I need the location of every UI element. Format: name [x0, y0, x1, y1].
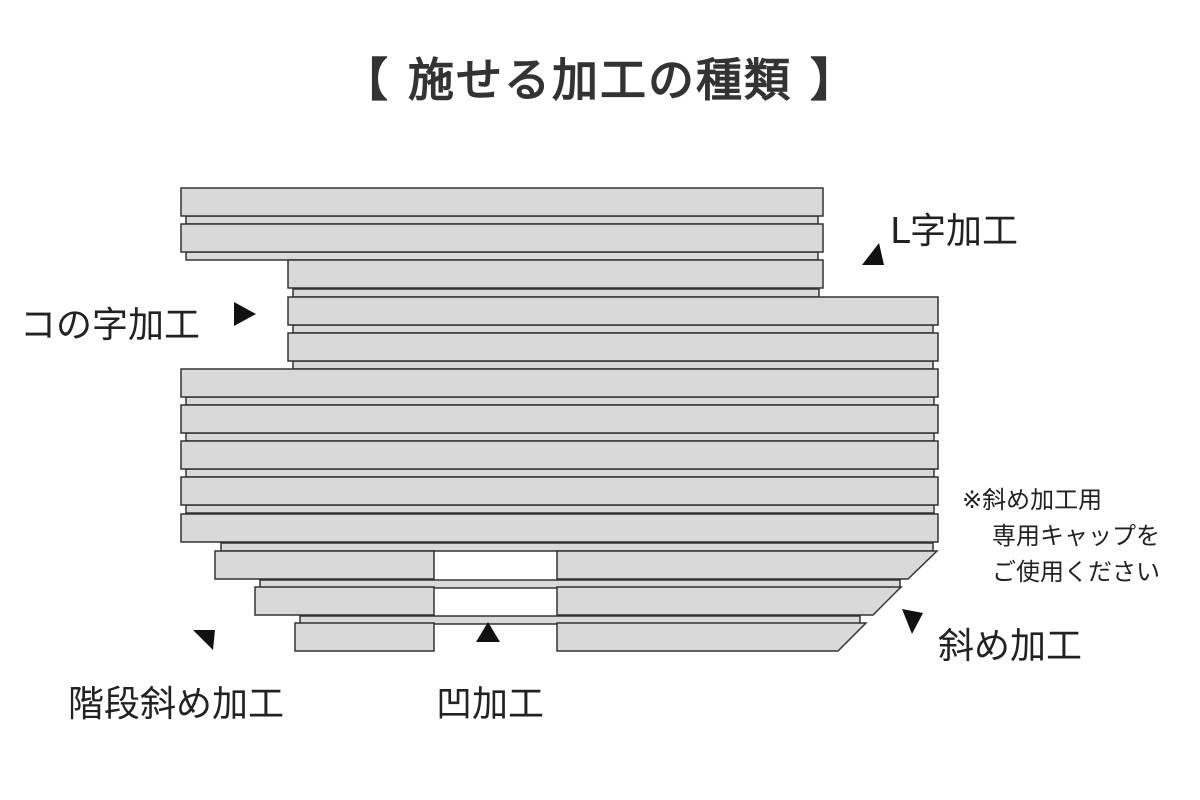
deck-board: [287, 332, 939, 362]
note-line-3: ご使用ください: [992, 558, 1160, 586]
arrow-icon: [902, 609, 923, 634]
deck-board-diagonal: [556, 550, 939, 580]
deck-board: [180, 476, 939, 506]
arrow-icon: [193, 630, 215, 650]
diagram-title: 【 施せる加工の種類 】: [341, 53, 859, 107]
deck-board: [180, 404, 939, 434]
joist-strip: [292, 324, 934, 334]
label-notch-processing: 凹加工: [436, 684, 545, 725]
arrow-icon: [234, 302, 256, 326]
joist-strip: [185, 251, 819, 261]
deck-board: [180, 368, 939, 398]
note-line-2: 専用キャップを: [992, 522, 1160, 550]
joist-strip: [292, 288, 820, 298]
label-diagonal-processing: 斜め加工: [938, 626, 1083, 667]
joist-strip: [220, 542, 934, 552]
deck-board: [180, 223, 824, 253]
joist-strip: [185, 215, 819, 225]
deck-board-stepped: [294, 622, 435, 652]
deck-board-diagonal: [556, 622, 868, 652]
deck-board: [180, 440, 939, 470]
label-stepped-diagonal-processing: 階段斜め加工: [68, 684, 285, 725]
joist-strip: [185, 468, 935, 478]
label-ko-shape-processing: コの字加工: [20, 305, 201, 346]
joist-strip: [185, 432, 935, 442]
joist-strip: [185, 504, 935, 514]
deck-board-stepped: [214, 550, 435, 580]
deck-board: [180, 513, 939, 543]
joist-strip: [292, 360, 934, 370]
deck-board-stepped: [254, 586, 435, 616]
label-l-shape-processing: L字加工: [890, 211, 1019, 252]
diagonal-cap-note: ※斜め加工用 専用キャップを ご使用ください: [962, 482, 1160, 590]
arrow-icon: [476, 622, 500, 642]
arrow-icon: [862, 243, 884, 265]
joist-strip: [185, 396, 935, 406]
note-line-1: ※斜め加工用: [962, 486, 1103, 514]
deck-board: [287, 259, 824, 289]
deck-board: [287, 296, 939, 326]
deck-board-diagonal: [556, 586, 903, 616]
deck-board: [180, 187, 824, 217]
